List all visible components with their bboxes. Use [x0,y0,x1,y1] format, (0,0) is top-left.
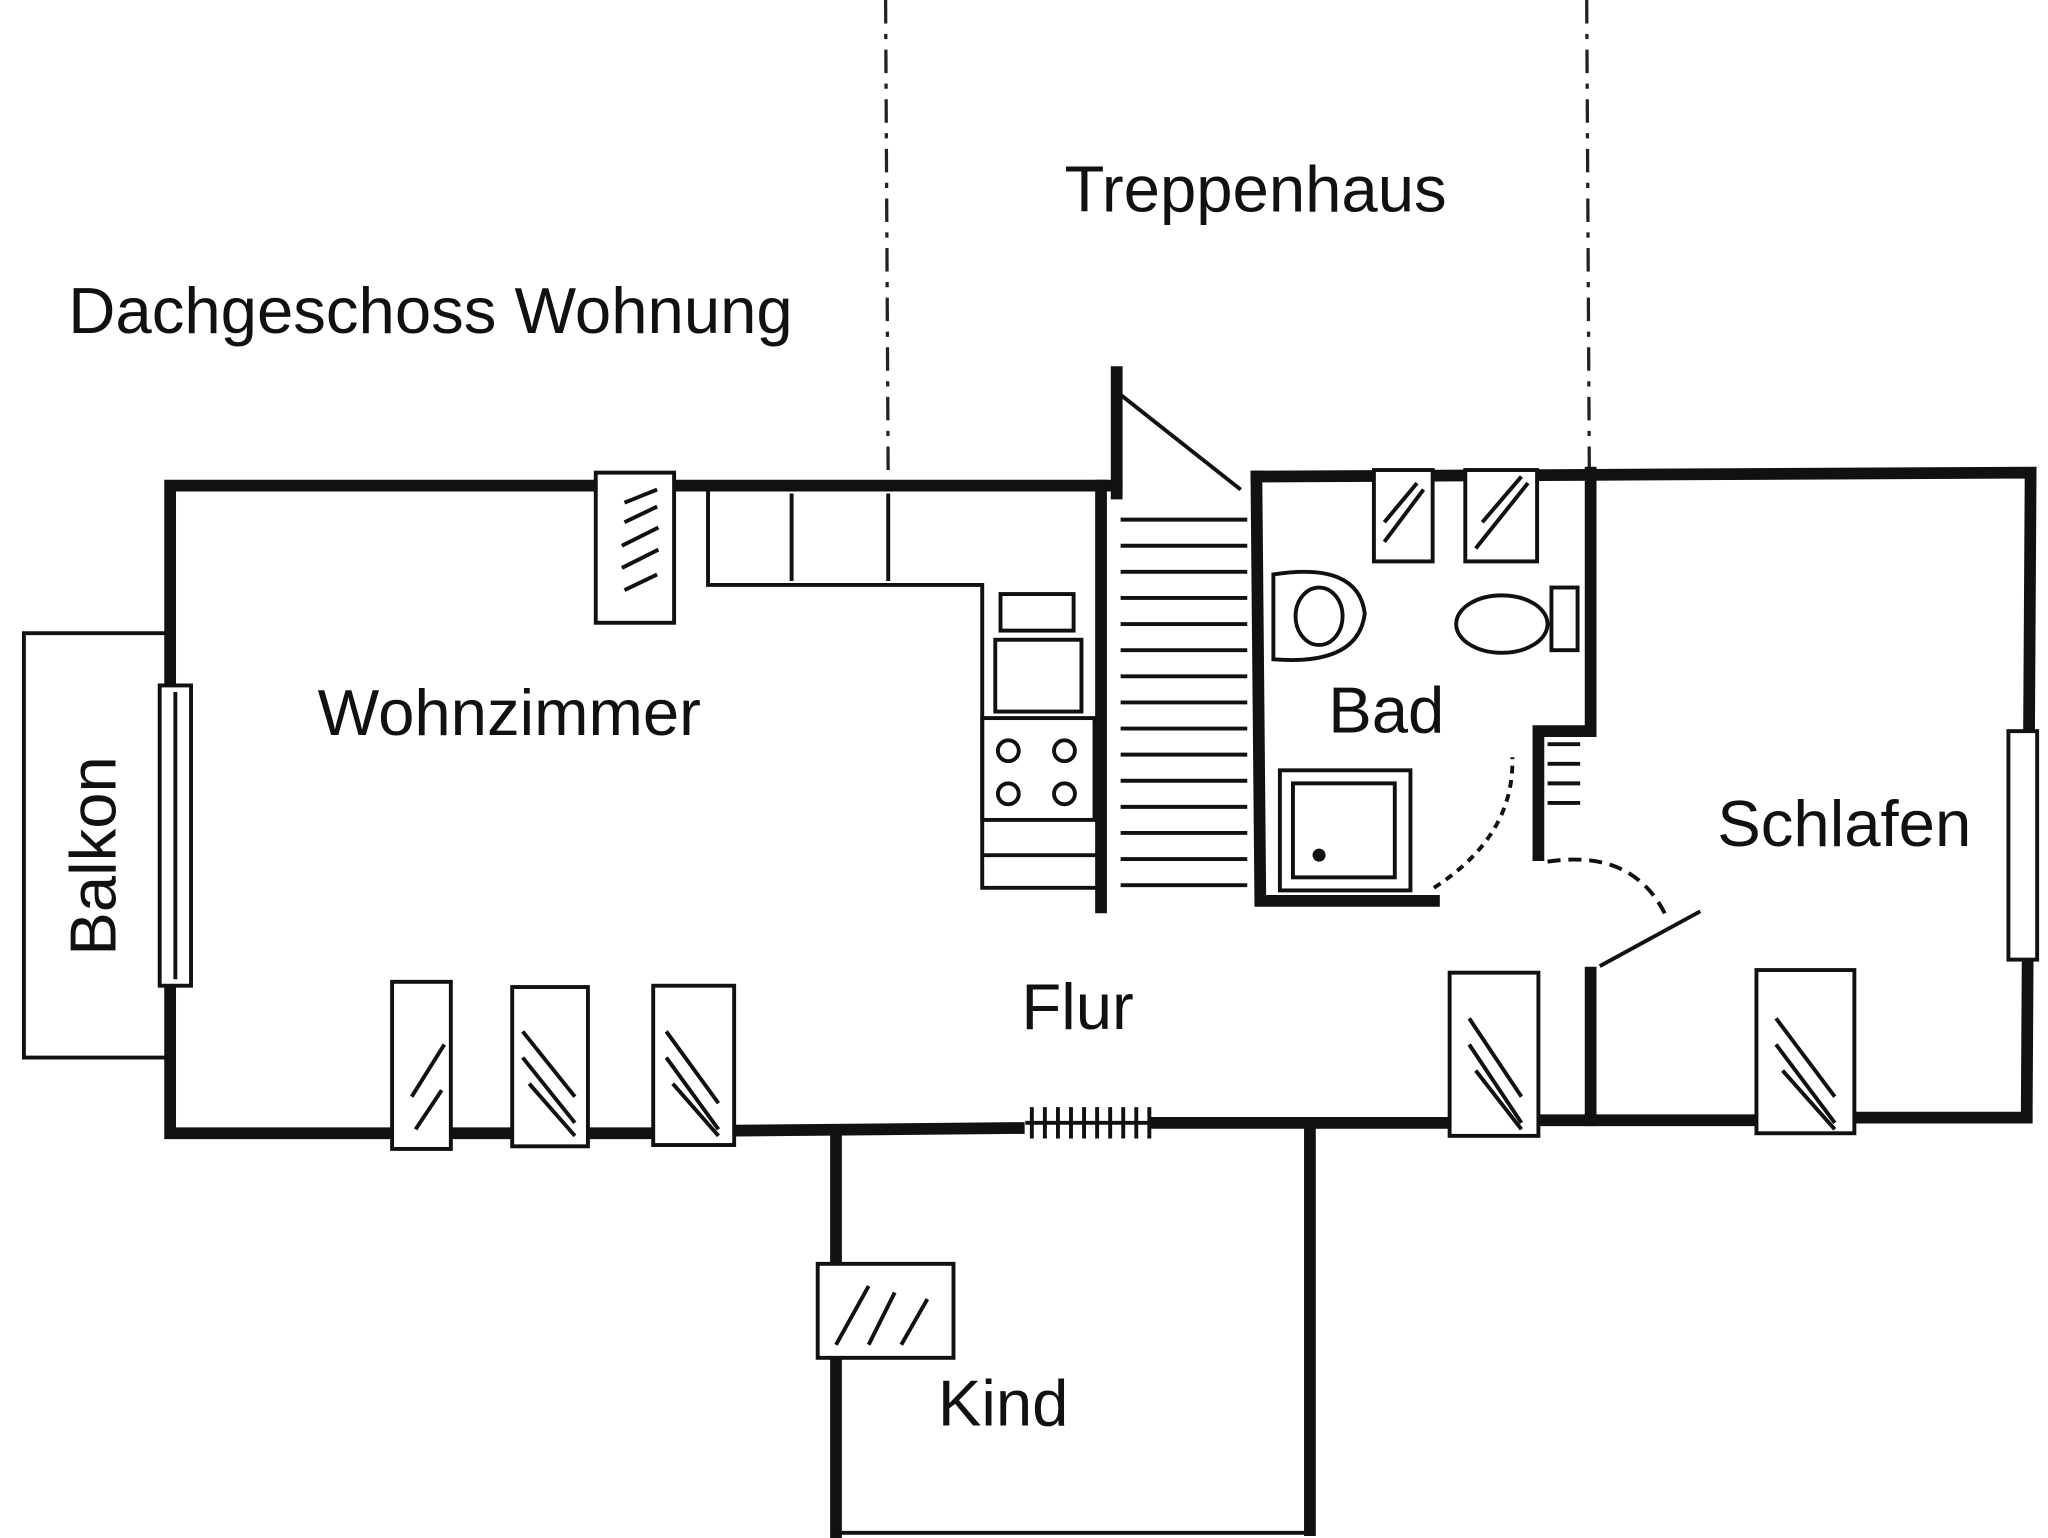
room-label-bad: Bad [1328,673,1444,746]
sink-icon [993,637,1084,714]
toilet-icon [1454,593,1550,655]
room-label-kind: Kind [938,1367,1069,1440]
room-label-schlafen: Schlafen [1717,787,1971,860]
staircase [1120,517,1248,888]
stove-icon [980,716,1097,822]
bathroom-fixtures [1271,468,1581,893]
balcony [21,631,193,1060]
bathroom-door [1432,757,1515,890]
entry-door [1115,390,1242,492]
washbasin-icon [1271,569,1367,662]
kitchen [706,489,1098,890]
kind-door [1025,1107,1156,1139]
shower-icon [1277,768,1413,893]
room-label-flur: Flur [1021,970,1133,1043]
stairwell-boundary-right [1585,0,1591,473]
room-label-treppenhaus: Treppenhaus [1064,153,1446,226]
skylights [390,470,2040,1360]
stairwell-boundary-left [883,0,890,486]
room-label-balkon: Balkon [56,756,129,956]
room-label-wohnzimmer: Wohnzimmer [318,676,701,749]
walls [164,366,2037,1538]
plan-title: Dachgeschoss Wohnung [68,274,792,347]
bedroom-door [1598,909,1702,968]
